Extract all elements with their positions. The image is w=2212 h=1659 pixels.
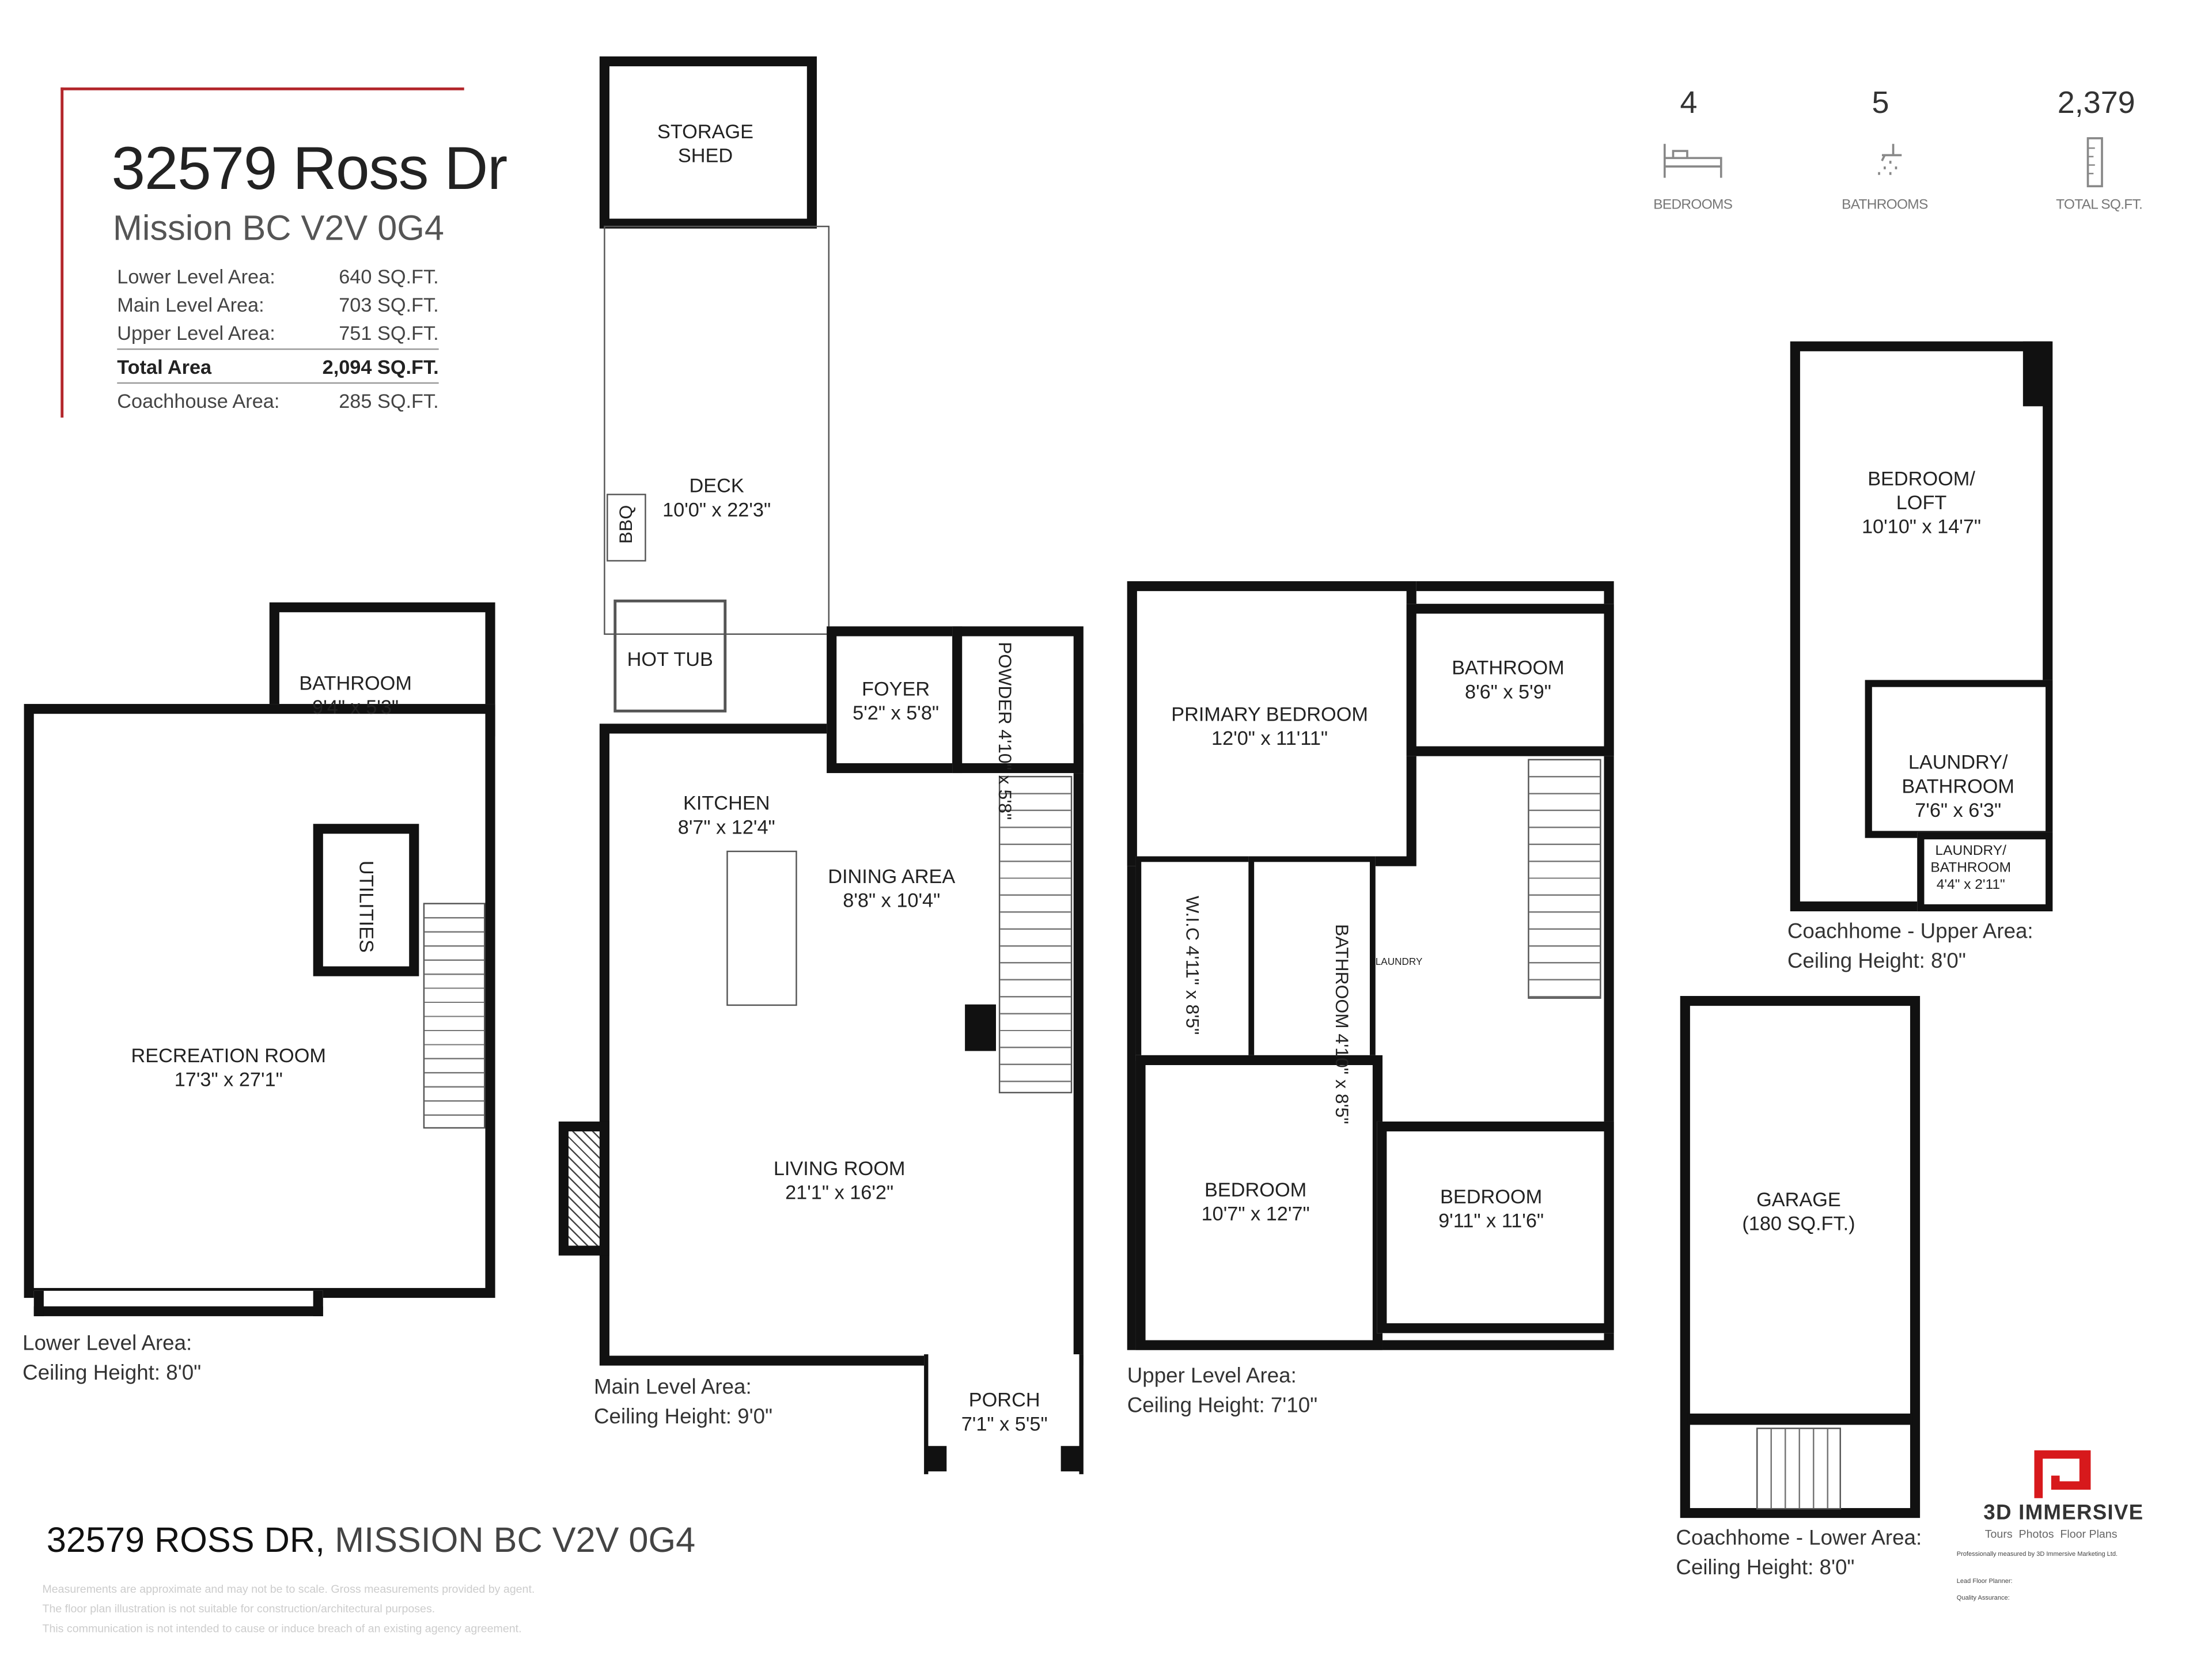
porch-post-left — [926, 1446, 947, 1472]
area-row-coachhouse: Coachhouse Area:285 SQ.FT. — [117, 389, 439, 412]
wic-label: W.I.C 4'11" x 8'5" — [1182, 896, 1203, 1035]
upper-stairs — [1528, 759, 1601, 999]
garage-stairs — [1756, 1427, 1841, 1510]
disclaimer: Measurements are approximate and may not… — [42, 1582, 535, 1635]
footer-address: 32579 ROSS DR, MISSION BC V2V 0G4 — [46, 1521, 696, 1560]
bedroom3-walls — [1377, 1121, 1614, 1334]
area-row-upper: Upper Level Area:751 SQ.FT. — [117, 321, 439, 350]
upper-bathroom2-label: BATHROOM 4'10" x 8'5" — [1331, 924, 1353, 1124]
column — [965, 1004, 996, 1051]
garage-divider — [1687, 1413, 1913, 1425]
main-stairs — [998, 775, 1073, 1093]
powder-walls — [952, 626, 1084, 774]
upper-bathroom2-walls — [1248, 856, 1376, 1061]
recreation-room-bottom-wall — [33, 1290, 323, 1316]
coach-upper-caption: Coachhome - Upper Area:Ceiling Height: 8… — [1787, 919, 2033, 974]
laundry-bathroom-small-walls — [1917, 832, 2053, 912]
coach-lower-caption: Coachhome - Lower Area:Ceiling Height: 8… — [1676, 1526, 1922, 1580]
accent-line-top — [60, 87, 464, 90]
accent-line-left — [60, 87, 64, 418]
shower-icon — [1878, 143, 1902, 175]
hot-tub-label: HOT TUB — [627, 647, 713, 671]
powder-label: POWDER 4'10" x 5'8" — [994, 642, 1016, 820]
lead-planner: Lead Floor Planner: — [1956, 1577, 2013, 1585]
utilities-walls — [313, 824, 419, 976]
primary-bedroom-walls — [1127, 581, 1416, 866]
laundry-label: LAUNDRY — [1375, 957, 1423, 968]
porch-post-right — [1060, 1446, 1081, 1472]
total-sqft-label: TOTAL SQ.FT. — [2056, 197, 2143, 213]
garage-label: GARAGE(180 SQ.FT.) — [1742, 1188, 1855, 1234]
ruler-icon — [2086, 137, 2103, 188]
total-sqft-value: 2,379 — [2057, 84, 2135, 120]
bed-icon — [1663, 143, 1722, 178]
kitchen-island — [726, 850, 797, 1006]
upper-level-caption: Upper Level Area:Ceiling Height: 7'10" — [1127, 1364, 1318, 1418]
porch-walls — [924, 1354, 1084, 1475]
lower-stairs — [423, 903, 486, 1129]
logo-tagline: Tours Photos Floor Plans — [1984, 1528, 2118, 1541]
page-subtitle: Mission BC V2V 0G4 — [112, 209, 445, 249]
hot-tub — [613, 599, 727, 713]
logo-credit: Professionally measured by 3D Immersive … — [1956, 1550, 2118, 1558]
page-title: 32579 Ross Dr — [111, 135, 507, 203]
lower-level-caption: Lower Level Area:Ceiling Height: 8'0" — [22, 1331, 202, 1385]
wic-walls — [1135, 856, 1256, 1061]
bbq-box — [607, 494, 646, 562]
recreation-room-walls — [24, 704, 495, 1298]
area-row-lower: Lower Level Area:640 SQ.FT. — [117, 265, 439, 288]
3d-immersive-logo-icon — [2034, 1450, 2091, 1498]
area-row-main: Main Level Area:703 SQ.FT. — [117, 293, 439, 316]
utilities-label: UTILITIES — [355, 860, 378, 953]
fireplace — [558, 1121, 609, 1256]
bbq-label: BBQ — [615, 505, 637, 544]
coach-wall-block — [2022, 341, 2051, 407]
deck-outline — [604, 225, 830, 635]
upper-bathroom1-walls — [1406, 604, 1614, 756]
bedrooms-count: 4 — [1680, 84, 1698, 120]
bathrooms-label: BATHROOMS — [1842, 197, 1928, 213]
bedrooms-label: BEDROOMS — [1653, 197, 1733, 213]
bathrooms-count: 5 — [1872, 84, 1889, 120]
logo-name: 3D IMMERSIVE — [1983, 1501, 2144, 1525]
quality-assurance: Quality Assurance: — [1956, 1594, 2010, 1601]
storage-shed-walls — [599, 56, 817, 229]
main-level-caption: Main Level Area:Ceiling Height: 9'0" — [594, 1375, 773, 1429]
